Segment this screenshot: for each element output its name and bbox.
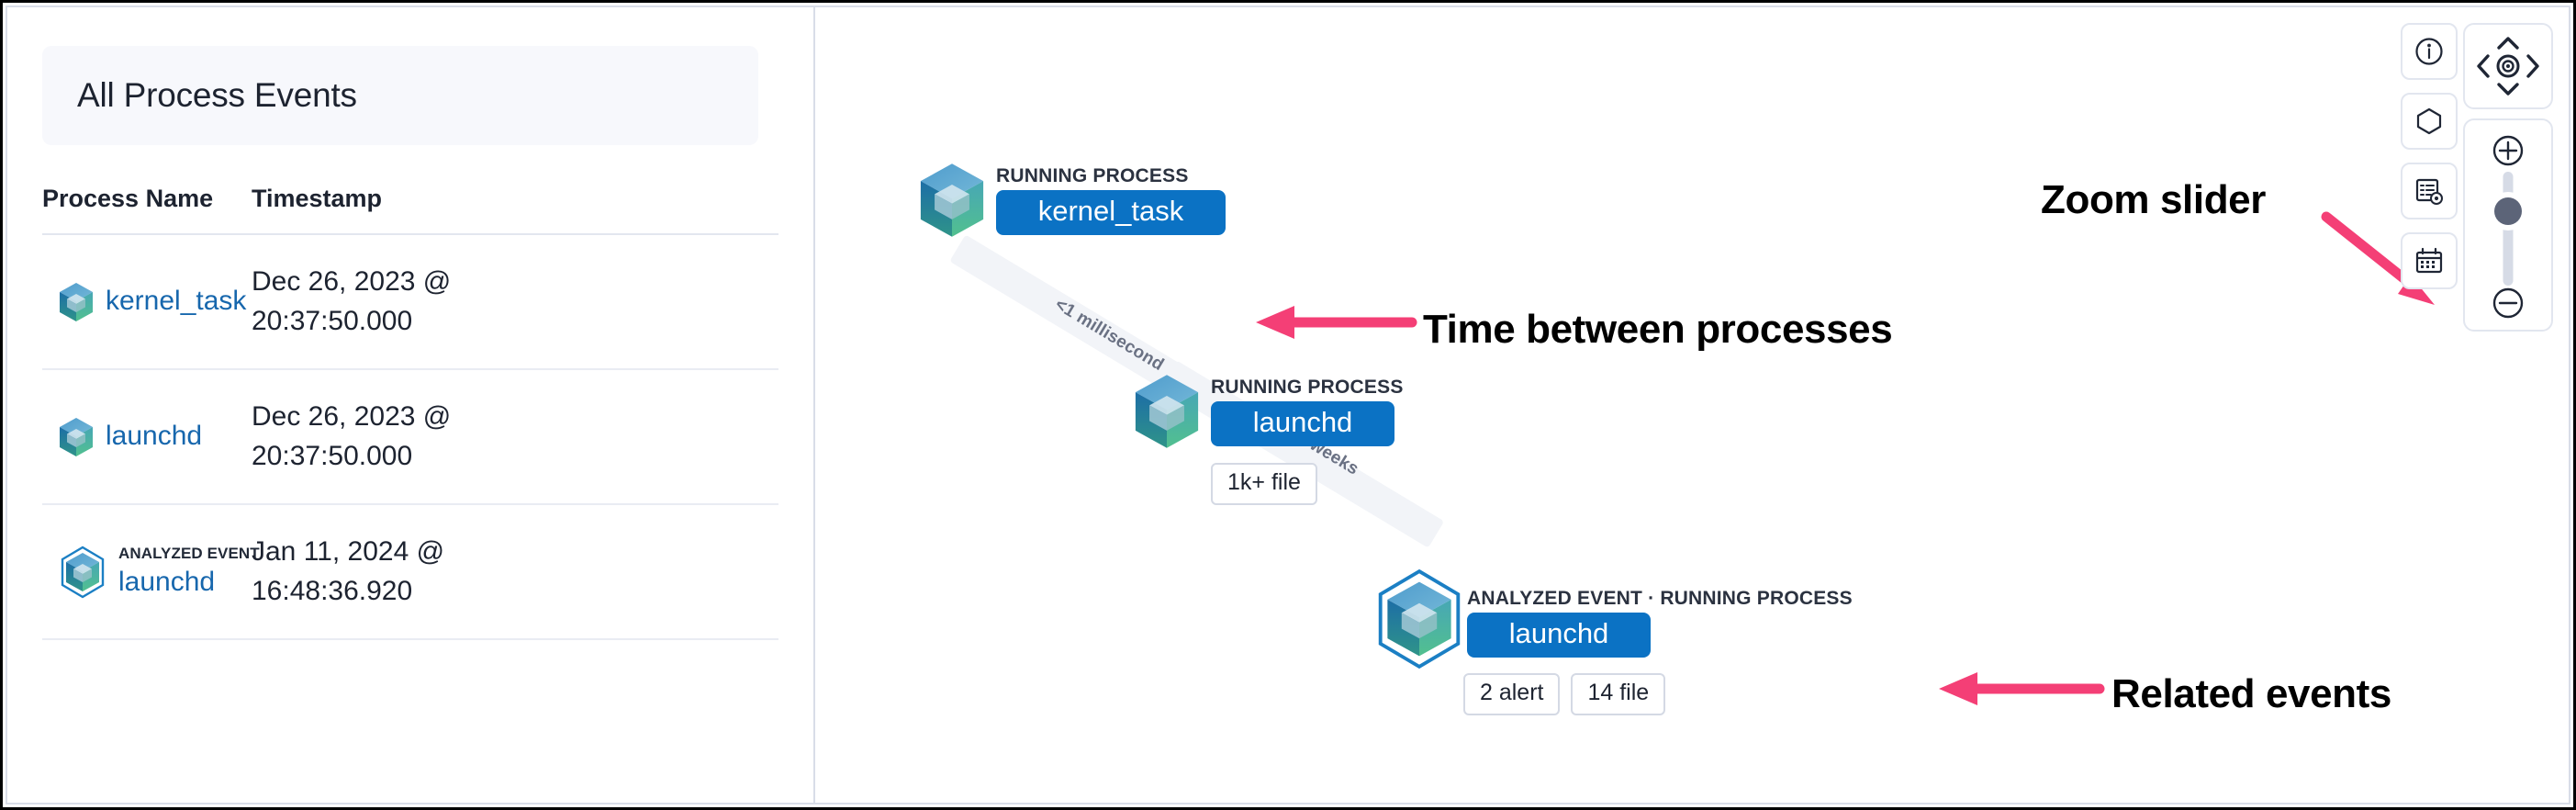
info-button[interactable] <box>2401 23 2458 80</box>
node-pill-label[interactable]: launchd <box>1211 401 1394 446</box>
analyzed-event-cube-icon <box>59 546 106 599</box>
process-events-table: Process Name Timestamp <box>42 185 778 640</box>
table-header-row: Process Name Timestamp <box>42 185 778 235</box>
analyzed-event-kicker: ANALYZED EVENT <box>118 544 260 562</box>
hexagon-button[interactable] <box>2401 93 2458 150</box>
process-name-link[interactable]: kernel_task <box>106 286 247 317</box>
center-target-icon <box>2496 54 2520 78</box>
chevron-down-icon <box>2497 83 2519 96</box>
minus-circle-icon[interactable] <box>2491 286 2526 321</box>
annotation-arrow-time-between <box>1256 306 1417 339</box>
process-cube-icon <box>59 417 94 457</box>
process-name-link[interactable]: launchd <box>106 421 203 452</box>
table-row[interactable]: kernel_task Dec 26, 2023 @ 20:37:50.000 <box>42 235 778 370</box>
process-events-panel: All Process Events Process Name Timestam… <box>7 7 815 803</box>
graph-node-kernel-task[interactable]: RUNNING PROCESS kernel_task <box>919 162 1226 243</box>
table-row[interactable]: ANALYZED EVENT launchd Jan 11, 2024 @ 16… <box>42 505 778 640</box>
cell-process-name: launchd <box>42 417 252 457</box>
node-badges: 2 alert 14 file <box>1463 673 1666 715</box>
badge-file-count[interactable]: 14 file <box>1571 673 1666 715</box>
hexagon-icon <box>2416 107 2442 135</box>
annotation-time-between-processes: Time between processes <box>1423 307 1893 352</box>
zoom-slider-track[interactable] <box>2503 172 2514 286</box>
chevron-left-icon <box>2477 54 2490 78</box>
chevron-right-icon <box>2526 54 2539 78</box>
app-window: All Process Events Process Name Timestam… <box>6 6 2570 804</box>
node-kicker: ANALYZED EVENT · RUNNING PROCESS <box>1467 588 1853 609</box>
graph-node-launchd[interactable]: RUNNING PROCESS launchd 1k+ file <box>1134 373 1403 505</box>
graph-node-analyzed-launchd[interactable]: ANALYZED EVENT · RUNNING PROCESS launchd… <box>1373 568 1853 715</box>
annotation-related-events: Related events <box>2111 671 2391 716</box>
column-header-process-name: Process Name <box>42 185 214 212</box>
column-header-timestamp: Timestamp <box>252 185 383 212</box>
cell-timestamp: Jan 11, 2024 @ 16:48:36.920 <box>252 533 778 611</box>
annotation-zoom-slider: Zoom slider <box>2041 177 2266 222</box>
calendar-button[interactable] <box>2401 232 2458 289</box>
cell-timestamp: Dec 26, 2023 @ 20:37:50.000 <box>252 263 778 341</box>
legend-settings-button[interactable] <box>2401 163 2458 219</box>
info-icon <box>2415 38 2443 65</box>
calendar-icon <box>2415 247 2443 274</box>
legend-settings-icon <box>2415 178 2443 205</box>
panel-header: All Process Events <box>42 46 758 145</box>
node-badges: 1k+ file <box>1211 463 1317 505</box>
badge-file-count[interactable]: 1k+ file <box>1211 463 1317 505</box>
process-cube-icon <box>59 282 94 322</box>
page-title: All Process Events <box>77 76 357 114</box>
process-tree-graph[interactable]: <1 millisecond 2 weeks RUNNING PROCESS k… <box>815 7 2569 803</box>
zoom-slider-control[interactable] <box>2463 118 2553 332</box>
badge-alert-count[interactable]: 2 alert <box>1463 673 1561 715</box>
graph-edge-label: <1 millisecond <box>1051 294 1168 376</box>
node-kicker: RUNNING PROCESS <box>1211 377 1404 398</box>
cell-process-name: ANALYZED EVENT launchd <box>42 545 260 599</box>
chevron-up-icon <box>2497 37 2519 50</box>
zoom-slider-thumb[interactable] <box>2494 197 2522 225</box>
pan-control[interactable] <box>2463 23 2553 109</box>
graph-navigation-controls <box>2463 23 2553 332</box>
plus-circle-icon[interactable] <box>2491 133 2526 168</box>
process-cube-icon <box>1134 373 1200 450</box>
timestamp-value: Jan 11, 2024 @ 16:48:36.920 <box>252 535 445 606</box>
timestamp-value: Dec 26, 2023 @ 20:37:50.000 <box>252 400 452 471</box>
node-pill-label[interactable]: kernel_task <box>996 190 1226 235</box>
node-kicker: RUNNING PROCESS <box>996 165 1189 186</box>
process-name-link[interactable]: launchd <box>118 566 216 597</box>
graph-tool-buttons <box>2401 23 2458 289</box>
analyzed-event-cube-icon <box>1373 568 1465 670</box>
timestamp-value: Dec 26, 2023 @ 20:37:50.000 <box>252 265 452 336</box>
cell-process-name: kernel_task <box>42 282 252 322</box>
annotation-arrow-related-events <box>1939 672 2105 705</box>
process-cube-icon <box>919 162 985 239</box>
cell-timestamp: Dec 26, 2023 @ 20:37:50.000 <box>252 398 778 476</box>
table-row[interactable]: launchd Dec 26, 2023 @ 20:37:50.000 <box>42 370 778 505</box>
node-pill-label[interactable]: launchd <box>1467 613 1651 658</box>
